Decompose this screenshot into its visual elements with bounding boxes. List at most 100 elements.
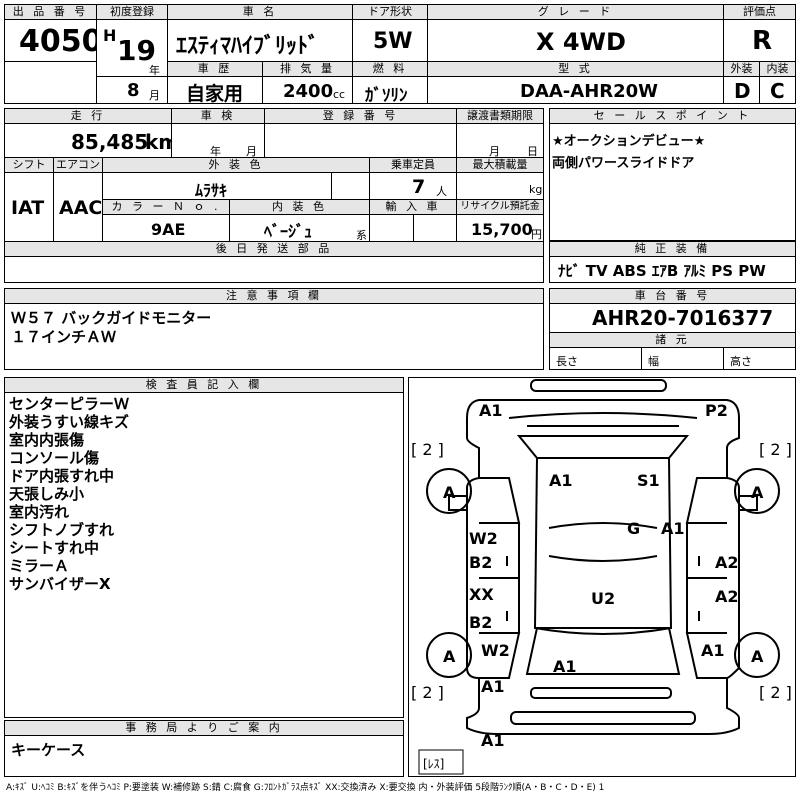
reg-no-label: 登 録 番 号	[264, 108, 457, 124]
color-no: 9AE	[151, 220, 186, 239]
door-label: ドア形状	[352, 4, 428, 20]
inspector-line: 室内内張傷	[9, 431, 85, 449]
length-label: 長さ	[556, 355, 578, 368]
transfer-month-unit: 月	[489, 145, 500, 158]
grade-label: グ レ ー ド	[427, 4, 724, 20]
inspector-line: 室内汚れ	[9, 503, 70, 521]
less-box	[418, 749, 464, 775]
inspector-line: コンソール傷	[9, 449, 100, 467]
insp-month-unit: 月	[246, 145, 257, 158]
inspector-line: 天張しみ小	[9, 485, 85, 503]
mileage-label: 走 行	[4, 108, 172, 124]
diag-bracket-tl: [ 2 ]	[411, 440, 444, 459]
diag-bracket-br: [ 2 ]	[759, 683, 792, 702]
diag-hood-l: A1	[549, 471, 573, 490]
chassis-cell: AHR20-7016377	[549, 303, 796, 333]
score-label: 評価点	[723, 4, 796, 20]
grade: X 4WD	[536, 28, 626, 56]
history-label: 車 歴	[167, 61, 263, 77]
chassis-number: AHR20-7016377	[592, 306, 774, 330]
inspector-label: 検 査 員 記 入 欄	[4, 377, 404, 393]
lot-no-cell: 4050	[4, 19, 97, 62]
inspector-line: シフトノブすれ	[9, 521, 115, 539]
reg-year-unit: 年	[149, 64, 160, 77]
diag-b2-lower: B2	[469, 613, 492, 632]
diag-w2-upper: W2	[469, 529, 498, 548]
exterior-score: D	[734, 79, 751, 103]
door: 5W	[373, 29, 413, 54]
diag-wheel-fl: A	[443, 483, 456, 502]
diag-wheel-rr: A	[751, 647, 764, 666]
aircon-cell: AAC	[53, 172, 103, 242]
legend: A:ｷｽﾞ U:ﾍｺﾐ B:ｷｽﾞを伴うﾍｺﾐ P:要塗装 W:補修跡 S:錆 …	[6, 783, 605, 793]
recycle-cell: 15,700 円	[456, 214, 544, 242]
later-parts-cell	[4, 256, 544, 283]
length-cell: 長さ	[549, 347, 642, 370]
ext-color-label: 外 装 色	[102, 157, 370, 173]
insp-year-unit: 年	[210, 145, 221, 158]
import-cell-b	[413, 214, 457, 242]
equipment-cell: ﾅﾋﾞ TV ABS ｴｱB ｱﾙﾐ PS PW	[549, 256, 796, 283]
diag-g: G	[627, 519, 640, 538]
inspector-cell: センターピラーＷ 外装うすい線キズ 室内内張傷 コンソール傷 ドア内張すれ中 天…	[4, 392, 404, 718]
capacity-cell: 7 人	[369, 172, 457, 200]
diag-bracket-tr: [ 2 ]	[759, 440, 792, 459]
aircon: AAC	[59, 197, 103, 219]
int-color: ﾍﾞｰｼﾞｭ	[264, 222, 313, 241]
max-load-cell: kg	[456, 172, 544, 200]
history-cell: 自家用	[167, 76, 263, 104]
car-diagram-svg: A1 P2 [ 2 ] [ 2 ] [ 2 ] [ 2 ] A A A A A1…	[411, 379, 792, 775]
sales-point-cell: ★オークションデビュー★ 両側パワースライドドア	[549, 123, 796, 241]
equipment: ﾅﾋﾞ TV ABS ｴｱB ｱﾙﾐ PS PW	[558, 262, 766, 280]
sales-point-1: ★オークションデビュー★	[552, 134, 706, 149]
score: R	[752, 26, 773, 56]
transfer-label: 譲渡書類期限	[456, 108, 544, 124]
exterior-cell: D	[723, 76, 760, 104]
diag-xx: XX	[469, 585, 494, 604]
notes-line-2: １７インチＡＷ	[11, 328, 117, 346]
model-cell: DAA-AHR20W	[427, 76, 724, 104]
displacement-label: 排 気 量	[262, 61, 353, 77]
diag-a2-upper: A2	[715, 553, 739, 572]
inspector-line: シートすれ中	[9, 539, 100, 557]
interior-cell: C	[759, 76, 796, 104]
ext-color-blank	[331, 172, 370, 200]
capacity-unit: 人	[436, 185, 447, 198]
fuel-label: 燃 料	[352, 61, 428, 77]
notes-cell: Ｗ５７ バックガイドモニター １７インチＡＷ	[4, 303, 544, 370]
transfer-day-unit: 日	[527, 145, 538, 158]
later-parts-label: 後 日 発 送 部 品	[4, 241, 544, 257]
inspector-line: 外装うすい線キズ	[9, 413, 130, 431]
diag-bracket-bl: [ 2 ]	[411, 683, 444, 702]
inspector-line: ドア内張すれ中	[9, 467, 115, 485]
height-label: 高さ	[730, 355, 752, 368]
car-diagram: A1 P2 [ 2 ] [ 2 ] [ 2 ] [ 2 ] A A A A A1…	[408, 377, 796, 777]
int-color-unit: 系	[356, 229, 367, 242]
diag-less: [ﾚｽ]	[423, 757, 444, 771]
displacement: 2400	[283, 81, 334, 102]
model: DAA-AHR20W	[520, 81, 659, 102]
equipment-label: 純 正 装 備	[549, 241, 796, 257]
reg-no-cell	[264, 123, 457, 158]
reg-month-unit: 月	[149, 89, 160, 102]
diag-a1-rl: A1	[481, 677, 505, 696]
color-no-label: カ ラ ー Ｎ ｏ .	[102, 199, 230, 215]
mileage-unit: km	[145, 130, 171, 154]
recycle-unit: 円	[531, 228, 542, 241]
diag-tr: P2	[705, 401, 728, 420]
exterior-label: 外装	[723, 61, 760, 77]
interior-label: 内装	[759, 61, 796, 77]
interior-score: C	[770, 79, 785, 103]
reg-month: 8	[127, 80, 140, 101]
lot-no-label: 出 品 番 号	[4, 4, 97, 20]
grade-cell: X 4WD	[427, 19, 724, 62]
office-text: キーケース	[11, 741, 86, 759]
recycle: 15,700	[471, 220, 533, 239]
diag-a2-lower: A2	[715, 587, 739, 606]
car-name: ｴｽﾃｨﾏﾊｲﾌﾞﾘｯﾄﾞ	[176, 34, 320, 59]
diag-u2: U2	[591, 589, 615, 608]
ext-color-cell: ﾑﾗｻｷ	[102, 172, 332, 200]
mileage: 85,485	[71, 130, 149, 154]
height-cell: 高さ	[723, 347, 796, 370]
shift-label: シフト	[4, 157, 54, 173]
